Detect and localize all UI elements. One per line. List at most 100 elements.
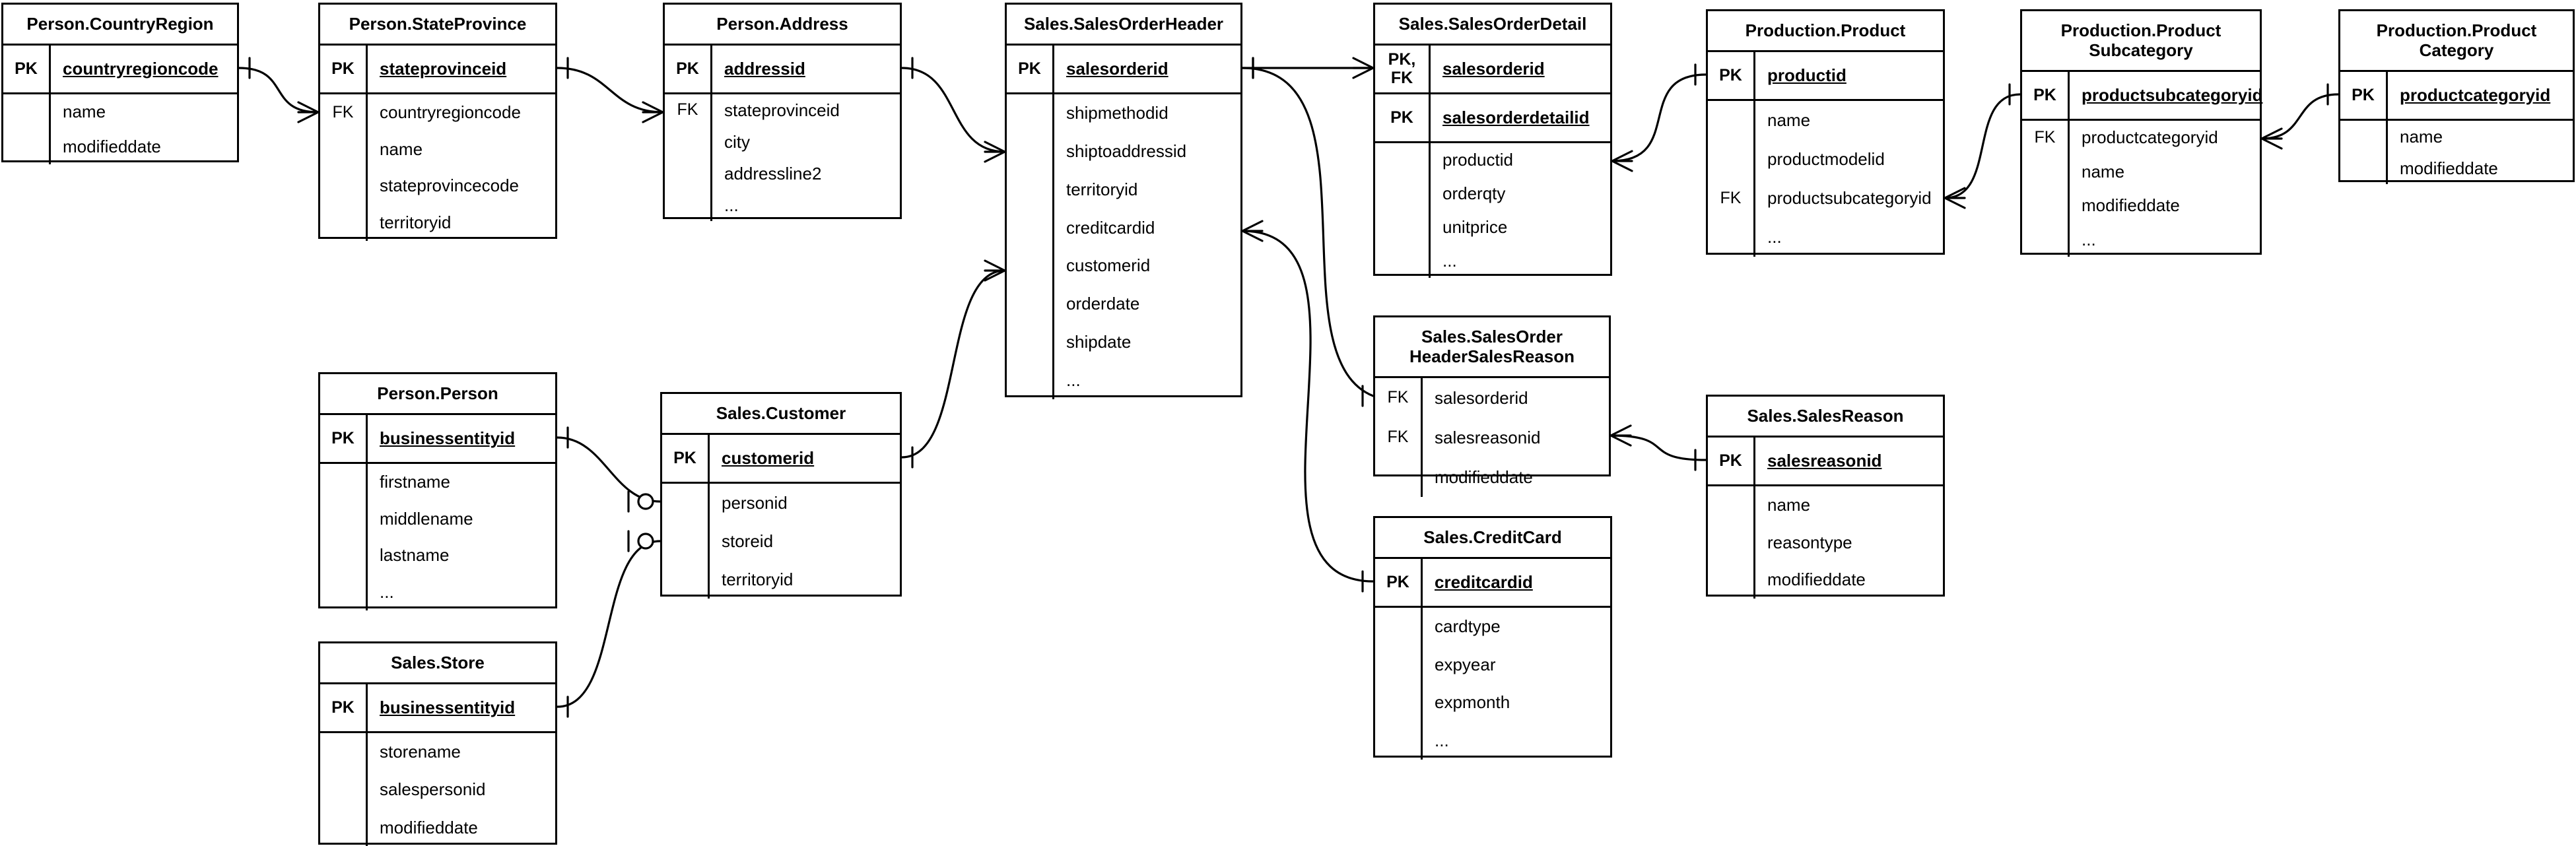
key-label: PK [2340, 72, 2388, 119]
attribute-name: ... [1435, 730, 1449, 750]
key-label: FK [1720, 188, 1742, 207]
attribute-name: shipmethodid [1066, 103, 1169, 123]
key-label: FK [2034, 128, 2056, 146]
key-label: PK [665, 46, 712, 92]
key-label [1708, 486, 1753, 524]
attribute-name: stateprovinceid [724, 100, 840, 120]
attribute-name: name [63, 102, 106, 121]
key-label-column [320, 733, 368, 846]
key-label [1708, 218, 1753, 257]
attribute-name: creditcardid [1435, 572, 1533, 592]
attribute-name: orderqty [1442, 183, 1506, 203]
attribute-name: territoryid [1066, 179, 1138, 199]
attribute-name: businessentityid [380, 698, 516, 717]
attribute-name: territoryid [380, 212, 452, 232]
entity-title: Production.Product Category [2340, 11, 2573, 72]
attribute-name: lastname [380, 545, 450, 566]
key-label: PK, FK [1375, 46, 1431, 92]
attribute-name: salesorderid [1435, 387, 1528, 408]
key-label [320, 131, 366, 168]
key-label [1007, 247, 1052, 285]
key-label [2340, 152, 2386, 184]
attribute-name: storeid [722, 531, 774, 551]
attribute-name: productsubcategoryid [2082, 85, 2263, 105]
key-label-column: FK [665, 94, 712, 221]
attribute-name: creditcardid [1066, 217, 1155, 238]
attribute-name: firstname [380, 472, 450, 492]
key-label [320, 537, 366, 574]
entity-title: Sales.SalesOrder HeaderSalesReason [1375, 317, 1609, 378]
attribute-name: ... [380, 581, 394, 602]
key-label: PK [320, 415, 368, 462]
attribute-name: modifieddate [1767, 569, 1866, 590]
entity-title: Production.Product Subcategory [2022, 11, 2260, 72]
attribute-name: modifieddate [1435, 467, 1533, 487]
attribute-name: name [2400, 126, 2443, 146]
key-label [1375, 608, 1421, 646]
key-label [662, 484, 708, 522]
key-label: PK [1708, 438, 1755, 484]
key-label [1708, 101, 1753, 140]
key-label [1007, 285, 1052, 323]
attribute-name: ... [1767, 227, 1782, 247]
attribute-name: unitprice [1442, 217, 1508, 237]
attribute-name: productid [1767, 65, 1847, 85]
key-label: PK [662, 435, 710, 482]
key-label-column: FK [2022, 121, 2070, 257]
attribute-name: productid [1442, 150, 1513, 170]
key-label-column [662, 484, 710, 599]
entity-title: Person.CountryRegion [3, 5, 237, 46]
key-label [1007, 323, 1052, 362]
key-label [2022, 189, 2068, 223]
key-label-column [1708, 486, 1755, 599]
entity-title: Sales.SalesReason [1708, 397, 1943, 438]
key-label [1375, 457, 1423, 497]
attribute-name: reasontype [1767, 532, 1852, 552]
attribute-name: middlename [380, 508, 473, 529]
attribute-name: customerid [722, 448, 815, 468]
attribute-name: productsubcategoryid [1767, 188, 1932, 208]
attribute-block: firstname middlename lastname... [320, 464, 555, 610]
key-label: PK [1708, 52, 1755, 99]
attribute-name: productcategoryid [2082, 127, 2218, 148]
attribute-name: territoryid [722, 569, 794, 589]
key-label [2022, 223, 2068, 257]
attribute-row: modifieddate [1375, 457, 1609, 497]
attribute-name: modifieddate [2082, 195, 2180, 216]
key-label [320, 809, 366, 846]
key-label: PK [320, 46, 368, 92]
entity-title: Sales.Customer [662, 394, 900, 435]
attribute-name: productcategoryid [2400, 85, 2551, 105]
attribute-name: name [1767, 110, 1811, 130]
entity-title: Production.Product [1708, 11, 1943, 52]
attribute-name: expmonth [1435, 692, 1510, 713]
attribute-name: salesorderid [1442, 59, 1545, 79]
